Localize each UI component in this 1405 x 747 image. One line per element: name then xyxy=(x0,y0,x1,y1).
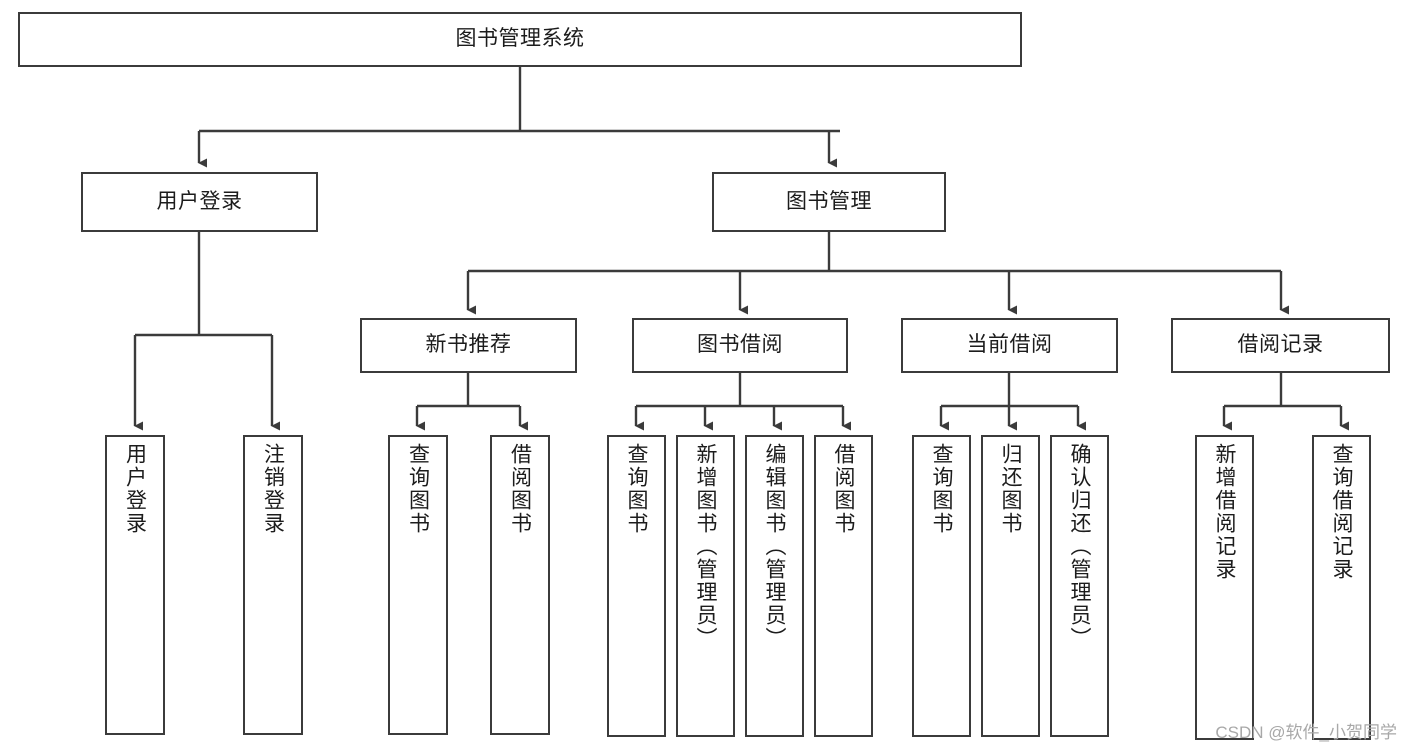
node-user-login[interactable]: 用户登录 xyxy=(81,172,318,232)
node-label: 借阅图书 xyxy=(832,443,855,535)
node-label: 用户登录 xyxy=(123,443,147,535)
leaf-book-borrow-edit-book-admin[interactable]: 编辑图书（管理员） xyxy=(745,435,804,737)
node-label: 借阅图书 xyxy=(508,443,532,535)
node-label: 新增借阅记录 xyxy=(1213,443,1236,581)
node-label: 查询图书 xyxy=(930,443,953,535)
node-borrow-record[interactable]: 借阅记录 xyxy=(1171,318,1390,373)
node-label: 用户登录 xyxy=(156,189,243,213)
node-label: 编辑图书（管理员） xyxy=(763,443,786,650)
leaf-current-borrow-confirm-return-admin[interactable]: 确认归还（管理员） xyxy=(1050,435,1109,737)
leaf-book-borrow-borrow-book[interactable]: 借阅图书 xyxy=(814,435,873,737)
leaf-user-login-logout[interactable]: 注销登录 xyxy=(243,435,303,735)
leaf-borrow-record-add-record[interactable]: 新增借阅记录 xyxy=(1195,435,1254,740)
leaf-book-borrow-add-book-admin[interactable]: 新增图书（管理员） xyxy=(676,435,735,737)
node-current-borrow[interactable]: 当前借阅 xyxy=(901,318,1118,373)
leaf-borrow-record-query-record[interactable]: 查询借阅记录 xyxy=(1312,435,1371,740)
node-label: 查询图书 xyxy=(625,443,648,535)
node-new-book-recommend[interactable]: 新书推荐 xyxy=(360,318,577,373)
node-label: 图书管理 xyxy=(786,189,872,213)
node-label: 新书推荐 xyxy=(425,333,512,357)
node-book-management[interactable]: 图书管理 xyxy=(712,172,946,232)
node-label: 当前借阅 xyxy=(966,333,1053,357)
node-label: 新增图书（管理员） xyxy=(694,443,717,650)
leaf-new-book-query-book[interactable]: 查询图书 xyxy=(388,435,448,735)
node-label: 注销登录 xyxy=(261,443,285,535)
leaf-book-borrow-query-book[interactable]: 查询图书 xyxy=(607,435,666,737)
node-label: 查询图书 xyxy=(406,443,430,535)
node-root-book-management-system[interactable]: 图书管理系统 xyxy=(18,12,1022,67)
leaf-new-book-borrow-book[interactable]: 借阅图书 xyxy=(490,435,550,735)
node-label: 图书借阅 xyxy=(697,333,783,357)
node-label: 借阅记录 xyxy=(1237,333,1324,357)
node-label: 查询借阅记录 xyxy=(1330,443,1353,581)
leaf-user-login-login[interactable]: 用户登录 xyxy=(105,435,165,735)
leaf-current-borrow-return-book[interactable]: 归还图书 xyxy=(981,435,1040,737)
node-label: 确认归还（管理员） xyxy=(1068,443,1091,650)
watermark-text: CSDN @软件_小贺同学 xyxy=(1215,723,1397,742)
node-label: 归还图书 xyxy=(999,443,1022,535)
node-book-borrow[interactable]: 图书借阅 xyxy=(632,318,848,373)
leaf-current-borrow-query-book[interactable]: 查询图书 xyxy=(912,435,971,737)
node-label: 图书管理系统 xyxy=(455,27,585,51)
